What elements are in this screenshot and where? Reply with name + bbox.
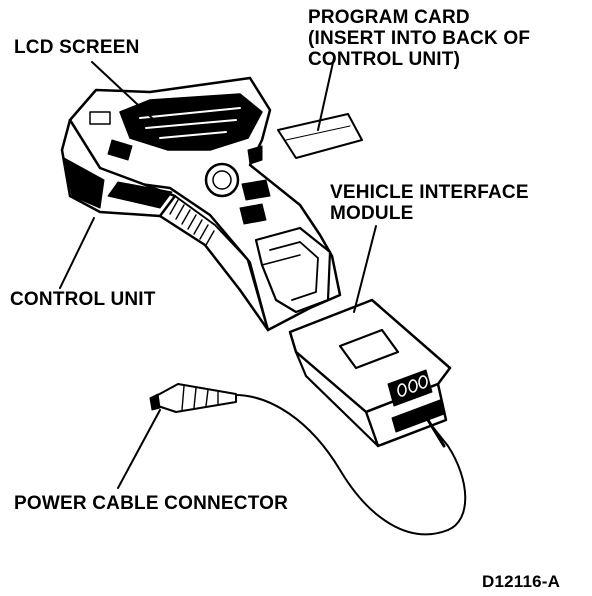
program-card-label-line2: (INSERT INTO BACK OF xyxy=(308,28,531,49)
control-unit-body xyxy=(60,76,342,332)
power-cable xyxy=(149,383,467,536)
control-unit-label: CONTROL UNIT xyxy=(10,289,156,310)
figure-id: D12116-A xyxy=(482,572,561,591)
vim-leader xyxy=(353,225,377,313)
vim-label-line2: MODULE xyxy=(330,203,414,224)
power-cable-connector-leader xyxy=(117,409,161,489)
program-card-label-line3: CONTROL UNIT) xyxy=(308,49,461,70)
power-cable-connector-label: POWER CABLE CONNECTOR xyxy=(14,493,289,514)
program-card xyxy=(277,113,363,159)
vehicle-interface-module xyxy=(288,298,452,448)
vim-label-line1: VEHICLE INTERFACE xyxy=(330,182,529,203)
program-card-label-line1: PROGRAM CARD xyxy=(308,7,470,28)
lcd-screen-leader xyxy=(91,61,153,119)
lcd-screen-label: LCD SCREEN xyxy=(14,37,140,58)
program-card-leader xyxy=(317,57,335,131)
control-unit-leader xyxy=(59,217,95,289)
leader-lines xyxy=(59,57,377,489)
